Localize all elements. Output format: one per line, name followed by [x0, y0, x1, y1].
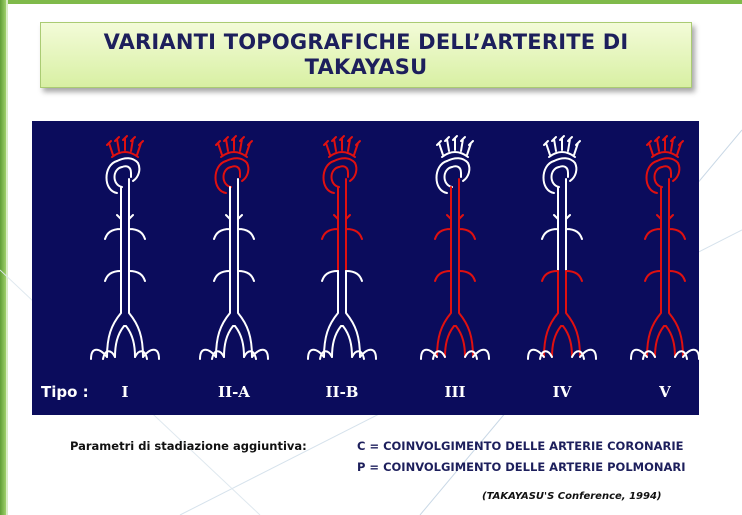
type-label-6: V — [635, 383, 695, 401]
coronary-involvement-line: C = COINVOLGIMENTO DELLE ARTERIE CORONAR… — [357, 439, 683, 453]
additional-staging-parameters-label: Parametri di stadiazione aggiuntiva: — [70, 439, 307, 453]
aorta-type-2 — [200, 136, 268, 359]
aortic-arch — [447, 158, 469, 181]
aortic-arch — [657, 158, 679, 181]
ascending-aorta — [647, 161, 663, 193]
arch-branches — [324, 136, 360, 157]
femoral-curls — [631, 350, 699, 359]
abdominal-aorta — [437, 271, 473, 357]
ascending-aorta — [437, 161, 453, 193]
ascending-aorta — [544, 161, 560, 193]
renal-arteries — [645, 271, 685, 281]
title-line-1: VARIANTI TOPOGRAFICHE DELL’ARTERITE DI — [41, 30, 691, 55]
type-label-2: II-A — [204, 383, 264, 401]
femoral-curls — [308, 350, 376, 359]
renal-arteries — [105, 271, 145, 281]
abdominal-aorta — [544, 271, 580, 357]
femoral-curls — [91, 350, 159, 359]
aorta-illustrations — [32, 121, 699, 415]
type-label-1: I — [95, 383, 155, 401]
renal-arteries — [435, 271, 475, 281]
thoracic-aorta — [105, 179, 145, 271]
pulmonary-involvement-line: P = COINVOLGIMENTO DELLE ARTERIE POLMONA… — [357, 460, 686, 474]
tipo-label: Tipo : — [41, 383, 89, 401]
thoracic-aorta — [542, 179, 582, 271]
arch-branches — [437, 136, 473, 157]
arch-branches — [647, 136, 683, 157]
renal-arteries — [214, 271, 254, 281]
ascending-aorta — [216, 161, 232, 193]
abdominal-aorta — [107, 271, 143, 357]
femoral-curls — [421, 350, 489, 359]
aorta-type-5 — [528, 136, 596, 359]
aorta-type-6 — [631, 136, 699, 359]
aorta-type-4 — [421, 136, 489, 359]
arch-branches — [107, 136, 143, 157]
aorta-type-1 — [91, 136, 159, 359]
title-line-2: TAKAYASU — [41, 55, 691, 80]
aortic-arch — [554, 158, 576, 181]
ascending-aorta — [324, 161, 340, 193]
aortic-arch — [226, 158, 248, 181]
type-label-4: III — [425, 383, 485, 401]
abdominal-aorta — [647, 271, 683, 357]
renal-arteries — [322, 271, 362, 281]
aortic-arch — [334, 158, 356, 181]
femoral-curls — [200, 350, 268, 359]
citation: (TAKAYASU'S Conference, 1994) — [482, 491, 661, 502]
thoracic-aorta — [435, 179, 475, 271]
type-label-3: II-B — [312, 383, 372, 401]
type-label-5: IV — [532, 383, 592, 401]
renal-arteries — [542, 271, 582, 281]
thoracic-aorta — [322, 179, 362, 271]
arch-branches — [544, 136, 580, 157]
arch-branches — [216, 136, 252, 157]
title-banner: VARIANTI TOPOGRAFICHE DELL’ARTERITE DI T… — [40, 22, 692, 88]
aortic-arch — [117, 158, 139, 181]
abdominal-aorta — [324, 271, 360, 357]
classification-diagram-panel: Tipo : I II-A II-B III IV V — [32, 121, 699, 415]
thoracic-aorta — [645, 179, 685, 271]
aorta-type-3 — [308, 136, 376, 359]
ascending-aorta — [107, 161, 123, 193]
abdominal-aorta — [216, 271, 252, 357]
femoral-curls — [528, 350, 596, 359]
thoracic-aorta — [214, 179, 254, 271]
